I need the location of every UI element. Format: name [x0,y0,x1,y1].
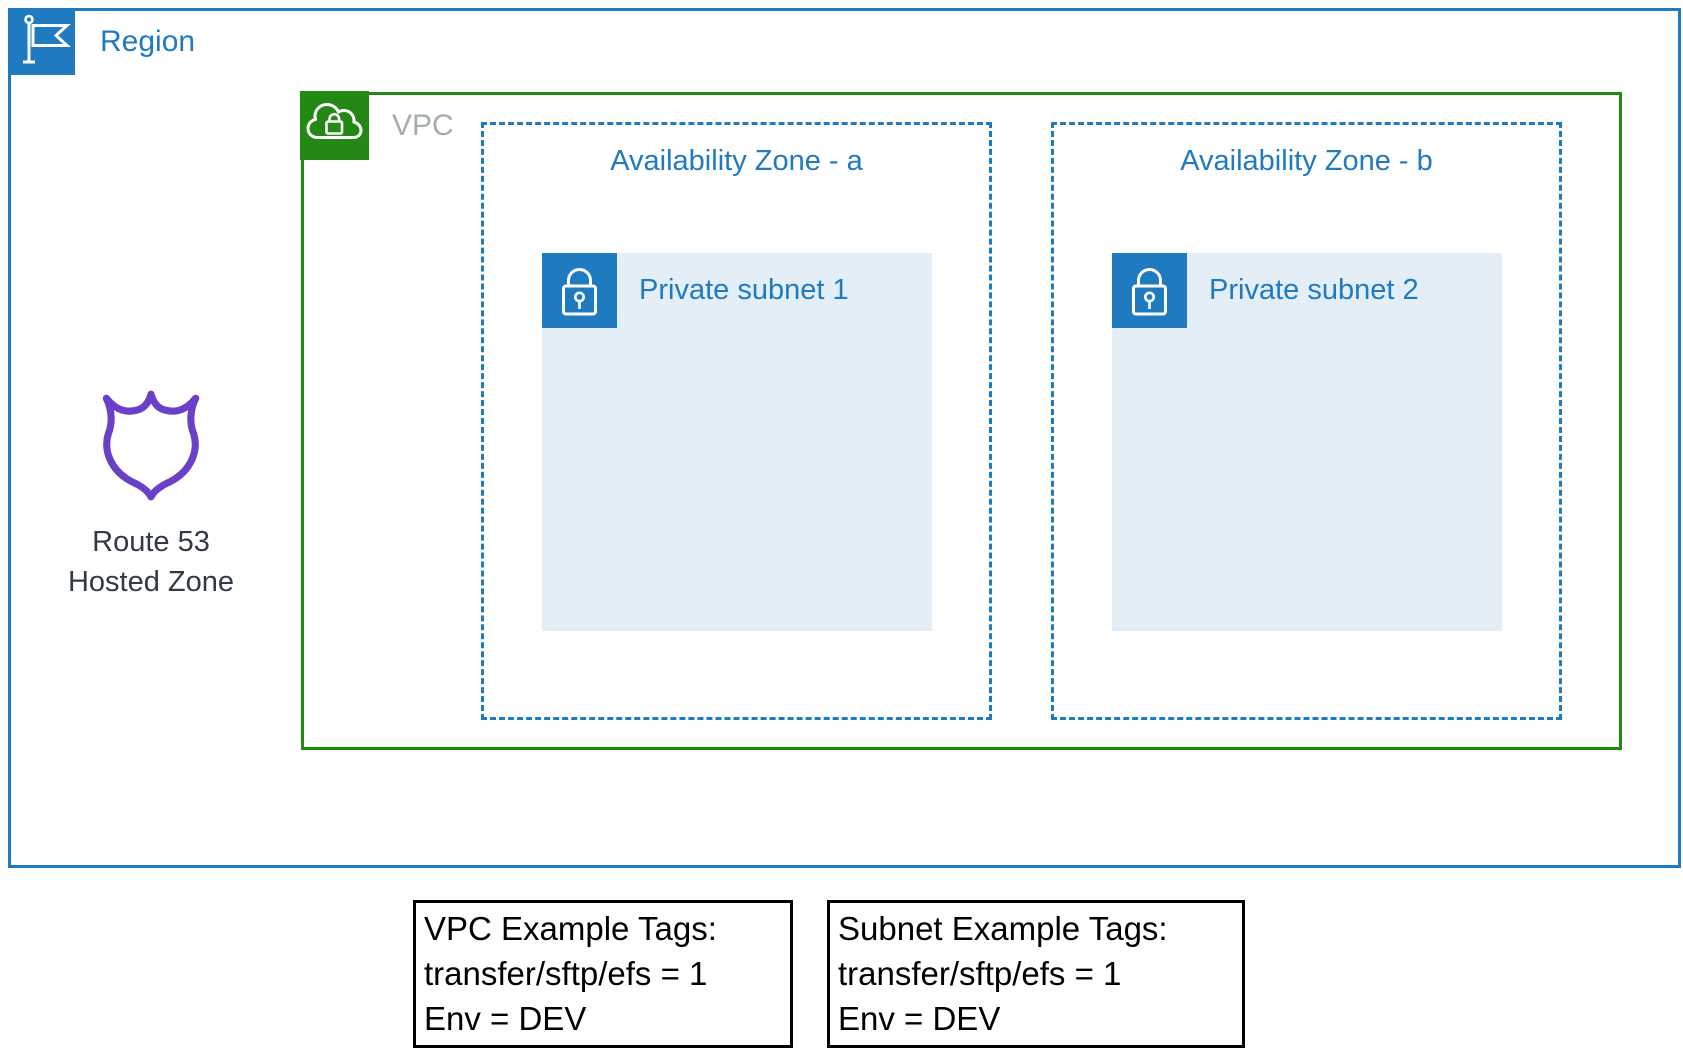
availability-zone-a-label: Availability Zone - a [610,145,863,177]
vpc-example-tags-box: VPC Example Tags: transfer/sftp/efs = 1 … [413,900,793,1048]
vpc-tags-title: VPC Example Tags: [424,910,717,947]
route53-shield-icon [92,380,210,506]
private-subnet-lock-icon [542,253,617,328]
subnet-tags-line: transfer/sftp/efs = 1 [838,955,1122,992]
vpc-container [301,92,1622,750]
route53-label: Route 53 Hosted Zone [21,522,281,602]
subnet-tags-title: Subnet Example Tags: [838,910,1168,947]
availability-zone-a: Availability Zone - a [481,122,992,720]
vpc-tags-line: transfer/sftp/efs = 1 [424,955,708,992]
vpc-tags-line: Env = DEV [424,1000,587,1037]
region-container [8,8,1681,868]
route53-label-line1: Route 53 [92,526,210,558]
subnet-tags-line: Env = DEV [838,1000,1001,1037]
private-subnet-2: Private subnet 2 [1112,253,1502,631]
availability-zone-b: Availability Zone - b [1051,122,1562,720]
vpc-label: VPC [392,108,454,142]
private-subnet-lock-icon [1112,253,1187,328]
private-subnet-1: Private subnet 1 [542,253,932,631]
region-flag-icon [8,8,75,75]
availability-zone-b-label: Availability Zone - b [1180,145,1433,177]
vpc-cloud-lock-icon [300,91,369,160]
region-label: Region [100,24,196,58]
route53-label-line2: Hosted Zone [67,566,235,598]
subnet-example-tags-box: Subnet Example Tags: transfer/sftp/efs =… [827,900,1245,1048]
private-subnet-1-label: Private subnet 1 [639,274,849,306]
private-subnet-2-label: Private subnet 2 [1209,274,1419,306]
